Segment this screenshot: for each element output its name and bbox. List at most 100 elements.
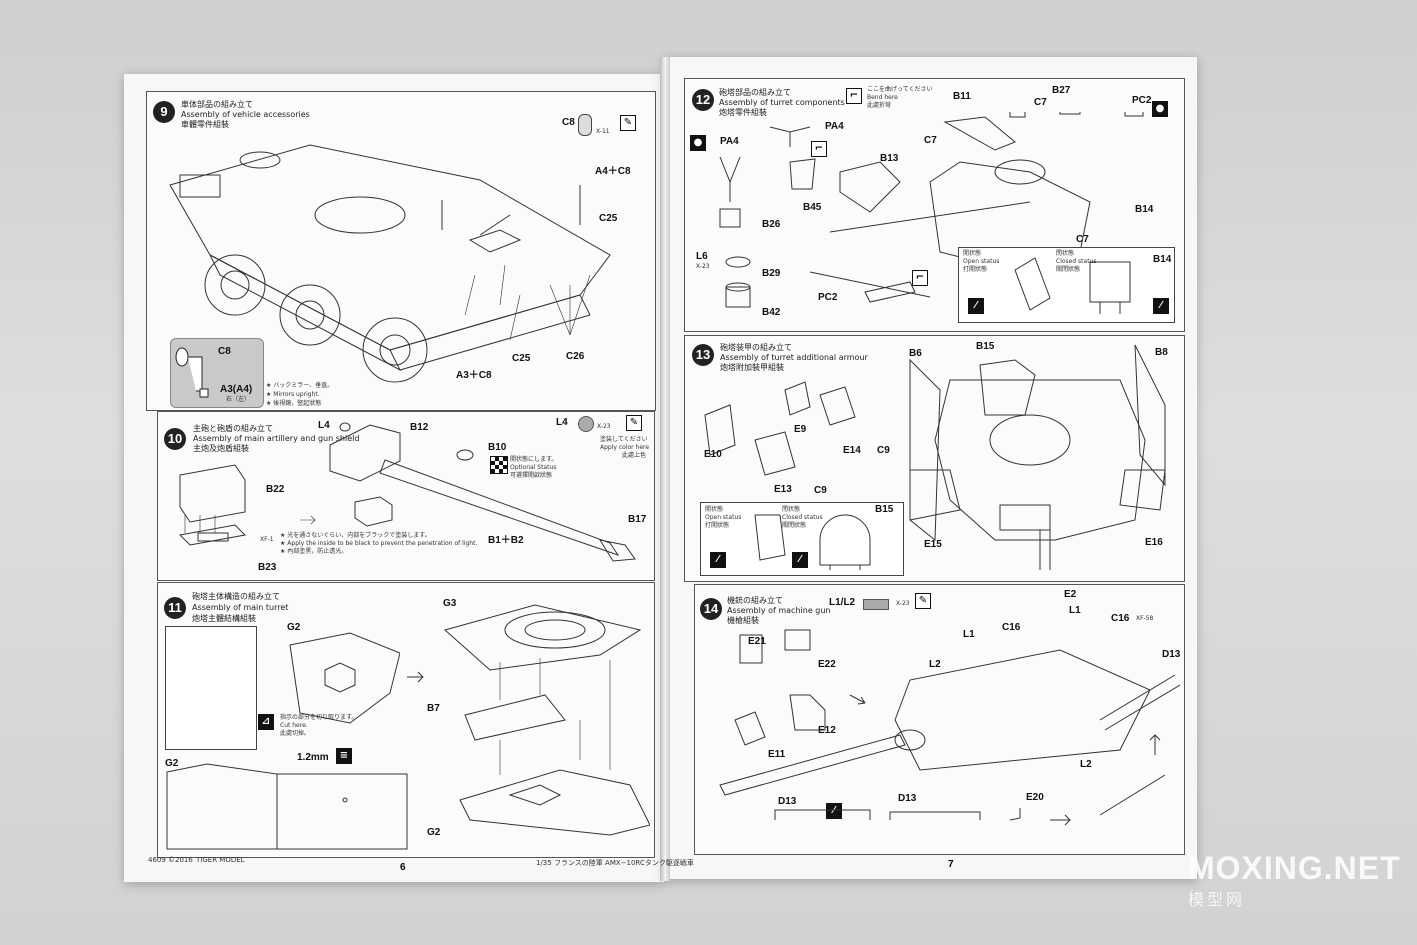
hatch-open-jp-s13: 開状態	[705, 506, 724, 513]
main-gun-drawing	[178, 422, 636, 562]
label-b45: B45	[803, 202, 822, 213]
label-mm: 1.2mm	[297, 752, 329, 763]
label-pc2-a: PC2	[1132, 95, 1152, 106]
page-number-left: 6	[400, 862, 406, 873]
step-13-title-jp: 砲塔装甲の組み立て	[720, 343, 792, 352]
label-b8: B8	[1155, 347, 1168, 358]
label-e22: E22	[818, 659, 836, 670]
option-note-en: Optional Status	[510, 464, 557, 471]
footer-code: 4609	[148, 856, 166, 864]
label-b26: B26	[762, 219, 781, 230]
label-c16-b: C16	[1111, 613, 1130, 624]
option-icon	[490, 456, 508, 474]
step-9-number: 9	[153, 101, 175, 123]
step-10-panel	[157, 411, 655, 581]
label-pc2-b: PC2	[818, 292, 838, 303]
bend-icon: ⌐	[912, 270, 928, 286]
step-11-title-jp: 砲塔主体構造の組み立て	[192, 592, 280, 601]
brush-icon: ✎	[915, 593, 931, 609]
watermark-main: MOXING.NET	[1188, 850, 1401, 886]
label-c26: C26	[566, 351, 585, 362]
step-12-number: 12	[692, 89, 714, 111]
label-c25-a: C25	[599, 213, 618, 224]
turret-shell-interior-drawing	[166, 763, 408, 850]
label-b42: B42	[762, 307, 781, 318]
turret-g2-plate-drawing	[289, 632, 400, 724]
label-x23-s12: X-23	[696, 263, 710, 270]
label-c25-b: C25	[512, 353, 531, 364]
hatch-open-jp-s12: 開状態	[963, 250, 982, 257]
step-12-title-cn: 炮塔零件組裝	[719, 108, 767, 117]
label-e11: E11	[768, 749, 786, 760]
label-c7-b: C7	[924, 135, 937, 146]
label-a3-c8: A3＋C8	[456, 370, 492, 381]
label-c9-b: C9	[814, 485, 827, 496]
label-c7-a: C7	[1034, 97, 1047, 108]
label-b7: B7	[427, 703, 440, 714]
bend-note-cn: 此處折彎	[867, 102, 892, 109]
cut-icon: ⊿	[258, 714, 274, 730]
hatch-open-en-s12: Open status	[963, 258, 1000, 265]
inset-label-c8: C8	[218, 346, 231, 357]
label-b22: B22	[266, 484, 285, 495]
lens-part-l1l2	[863, 599, 889, 610]
hatch-closed-en-s12: Closed status	[1056, 258, 1097, 265]
label-x11: X-11	[596, 128, 610, 135]
label-d13-a: D13	[1162, 649, 1181, 660]
mirror-note-jp: ★ バックミラー、垂直。	[266, 382, 334, 389]
hatch-inset-s12	[958, 247, 1175, 323]
label-b1-b2: B1＋B2	[488, 535, 524, 546]
glue-icon: ●	[690, 135, 706, 151]
hatch-closed-jp-s12: 閉状態	[1056, 250, 1075, 257]
label-x23-s10: X-23	[597, 423, 611, 430]
label-c8: C8	[562, 117, 575, 128]
step-12-title-jp: 砲塔部品の組み立て	[719, 88, 791, 97]
label-pa4-b: PA4	[825, 121, 844, 132]
turret-armour-drawing	[704, 344, 1166, 570]
step-9-title-cn: 車體零件組裝	[181, 120, 229, 129]
arrow-right	[407, 671, 424, 683]
vehicle-hull-drawing	[169, 144, 611, 383]
hatch-b14-drawing	[1014, 257, 1131, 314]
cut-note-en: Cut here.	[280, 722, 308, 729]
label-e12: E12	[818, 725, 836, 736]
label-e2: E2	[1064, 589, 1077, 600]
step-13-number: 13	[692, 344, 714, 366]
label-b14-a: B14	[1135, 204, 1154, 215]
inset-label-lr: 右（左）	[226, 396, 251, 403]
step-11-title-cn: 炮塔主體結構組裝	[192, 614, 256, 623]
label-e14: E14	[843, 445, 861, 456]
brush-icon: ✎	[620, 115, 636, 131]
label-l1l2: L1/L2	[829, 597, 856, 608]
label-l1-a: L1	[1069, 605, 1081, 616]
label-c9-a: C9	[877, 445, 890, 456]
step-13-title-en: Assembly of turret additional armour	[720, 353, 868, 362]
hatch-closed-en-s13: Closed status	[782, 514, 823, 521]
label-xf58: XF-58	[1136, 615, 1154, 622]
label-b11: B11	[953, 91, 971, 102]
option-stripe-icon: ⁄	[792, 552, 808, 568]
bend-note-jp: ここを曲げってください	[867, 86, 933, 93]
step-9-title-jp: 車体部品の組み立て	[181, 100, 253, 109]
bend-icon: ⌐	[846, 88, 862, 104]
label-d13-b: D13	[778, 796, 797, 807]
step-14-title-en: Assembly of machine gun	[727, 606, 831, 615]
step-11-title-en: Assembly of main turret	[192, 603, 289, 612]
bend-note-en: Bend here	[867, 94, 898, 101]
hatch-closed-cn-s13: 關閉狀態	[782, 522, 807, 529]
label-b6: B6	[909, 348, 922, 359]
mirror-drawing	[175, 347, 209, 398]
label-l2-b: L2	[1080, 759, 1092, 770]
step-10-title-jp: 主砲と砲盾の組み立て	[193, 424, 273, 433]
watermark-sub: 模型网	[1188, 890, 1246, 909]
bend-icon: ⌐	[811, 141, 827, 157]
label-x23-s14: X-23	[896, 600, 910, 607]
paint-note-cn: 此處上色	[622, 452, 647, 459]
brush-icon: ✎	[626, 415, 642, 431]
page-fold	[660, 57, 670, 881]
lens-part-l4	[578, 416, 594, 432]
label-b12: B12	[410, 422, 429, 433]
label-b17: B17	[628, 514, 647, 525]
footer-title: 1/35 フランスの陸軍 AMX−10RCタンク駆逐戦車	[536, 859, 694, 867]
step-10-title-cn: 主炮及炮盾組裝	[193, 444, 249, 453]
